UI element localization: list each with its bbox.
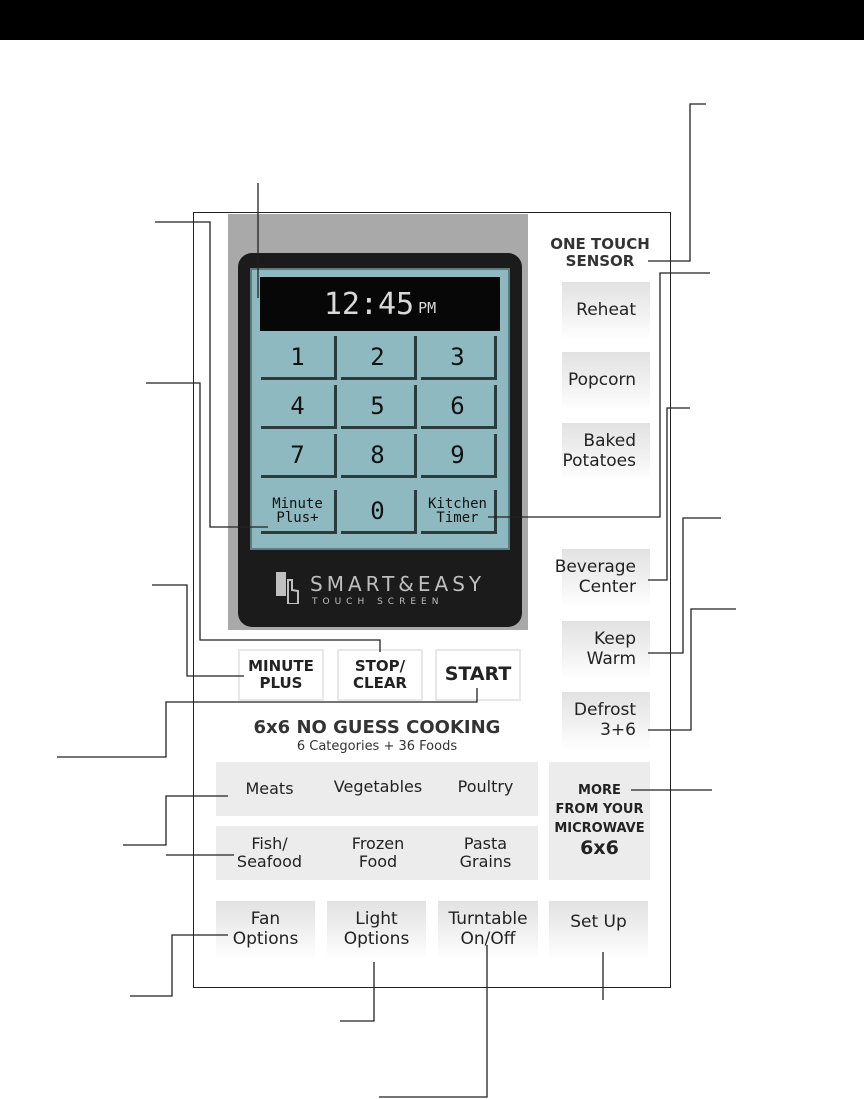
category-pasta-grains[interactable]: Pasta Grains xyxy=(459,833,512,871)
keypad-key-6[interactable]: 6 xyxy=(421,385,497,429)
beverage-center-button[interactable]: Beverage Center xyxy=(555,549,650,607)
clock-time: 12:45 xyxy=(323,286,415,322)
header-bar xyxy=(0,0,864,40)
keypad-key-1[interactable]: 1 xyxy=(261,336,337,380)
category-row-1 xyxy=(216,762,538,816)
category-meats[interactable]: Meats xyxy=(245,778,294,798)
popcorn-button[interactable]: Popcorn xyxy=(562,352,650,410)
more-from-microwave-button[interactable]: MORE FROM YOUR MICROWAVE 6x6 xyxy=(549,762,650,880)
baked-potatoes-button[interactable]: Baked Potatoes xyxy=(562,423,650,481)
cooking-title: 6x6 NO GUESS COOKING xyxy=(253,717,501,738)
keypad-key-8[interactable]: 8 xyxy=(341,434,417,478)
category-vegetables[interactable]: Vegetables xyxy=(333,776,423,796)
start-button[interactable]: START xyxy=(435,649,521,701)
keypad-key-5[interactable]: 5 xyxy=(341,385,417,429)
brand-name: SMART&EASY xyxy=(310,572,486,596)
keypad-key-2[interactable]: 2 xyxy=(341,336,417,380)
keypad-key-7[interactable]: 7 xyxy=(261,434,337,478)
category-fish-seafood[interactable]: Fish/ Seafood xyxy=(236,833,303,871)
keypad-key-9[interactable]: 9 xyxy=(421,434,497,478)
category-row-2 xyxy=(216,826,538,880)
defrost-button[interactable]: Defrost 3+6 xyxy=(562,692,650,750)
turntable-button[interactable]: Turntable On/Off xyxy=(438,901,538,959)
touch-hand-icon xyxy=(276,572,299,604)
reheat-button[interactable]: Reheat xyxy=(562,282,650,340)
brand-logo: SMART&EASY TOUCH SCREEN xyxy=(276,572,506,612)
keypad-key-3[interactable]: 3 xyxy=(421,336,497,380)
category-poultry[interactable]: Poultry xyxy=(457,776,514,796)
keypad-key-0[interactable]: 0 xyxy=(341,490,417,534)
more-label: MORE FROM YOUR MICROWAVE xyxy=(554,782,645,836)
keep-warm-button[interactable]: Keep Warm xyxy=(562,621,650,679)
stop-clear-button[interactable]: STOP/ CLEAR xyxy=(337,649,423,701)
minute-plus-button[interactable]: MINUTE PLUS xyxy=(238,649,324,701)
set-up-button[interactable]: Set Up xyxy=(549,901,648,959)
keypad-key-4[interactable]: 4 xyxy=(261,385,337,429)
cooking-subtitle: 6 Categories + 36 Foods xyxy=(296,739,458,754)
keypad-key-minute-plus[interactable]: Minute Plus+ xyxy=(261,490,337,534)
more-6x6-label: 6x6 xyxy=(580,837,619,860)
keypad-key-kitchen-timer[interactable]: Kitchen Timer xyxy=(421,490,497,534)
light-options-button[interactable]: Light Options xyxy=(327,901,426,959)
brand-subtitle: TOUCH SCREEN xyxy=(312,597,444,607)
clock-ampm: PM xyxy=(418,299,437,317)
sensor-header: ONE TOUCH SENSOR xyxy=(550,235,650,271)
fan-options-button[interactable]: Fan Options xyxy=(216,901,315,959)
category-frozen-food[interactable]: Frozen Food xyxy=(351,833,405,871)
